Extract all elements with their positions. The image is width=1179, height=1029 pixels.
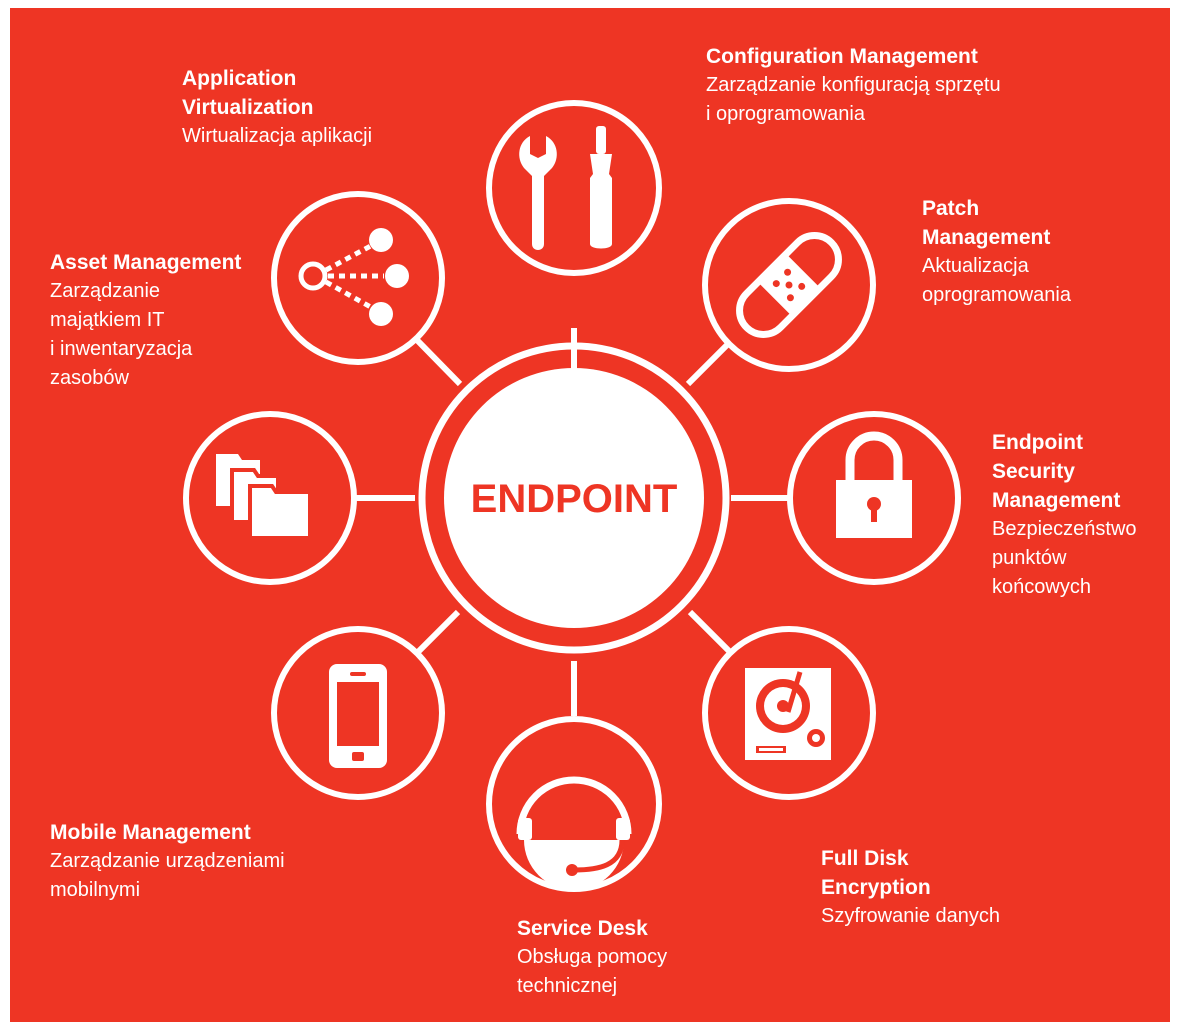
satellite-rings [183,100,961,892]
label-service-desk: Service Desk Obsługa pomocy technicznej [517,914,667,1001]
connector-patch [685,341,731,387]
label-asset: Asset Management Zarządzanie majątkiem I… [50,248,250,393]
subtitle-endpoint-security-2: punktów [992,547,1067,569]
center-outer-ring [418,342,730,654]
subtitle-service-desk-2: technicznej [517,975,618,997]
title-mobile: Mobile Management [50,821,251,844]
subtitle-asset-3: i inwentaryzacja [50,338,193,360]
padlock-icon [836,431,912,538]
folders-icon [216,454,312,540]
title-configuration: Configuration Management [706,45,978,68]
subtitle-service-desk-1: Obsługa pomocy [517,946,668,968]
subtitle-asset-4: zasobów [50,367,129,389]
endpoint-diagram: ENDPOINT [183,100,961,892]
ring-configuration [486,100,662,276]
center-label: ENDPOINT [471,477,678,521]
bandage-icon [736,232,842,338]
center-node: ENDPOINT [418,342,730,654]
center-disc [444,368,704,628]
ring-endpoint-security [787,411,961,585]
subtitle-endpoint-security-3: końcowych [992,576,1091,598]
title-asset: Asset Management [50,251,242,274]
title-app-virtualization: Application Virtualization [182,67,314,119]
ring-app-virtualization [271,191,445,365]
title-full-disk: Full Disk Encryption [821,847,931,899]
label-endpoint-security: Endpoint Security Management Bezpieczeńs… [992,428,1168,602]
smartphone-icon [329,664,387,768]
label-configuration: Configuration Management Zarządzanie kon… [706,42,1001,129]
ring-full-disk [702,626,876,800]
subtitle-asset-1: Zarządzanie [50,280,161,302]
title-service-desk: Service Desk [517,917,648,940]
title-endpoint-security: Endpoint Security Management [992,431,1121,512]
label-full-disk: Full Disk Encryption Szyfrowanie danych [821,844,1061,931]
label-mobile: Mobile Management Zarządzanie urządzenia… [50,818,285,905]
subtitle-configuration-1: Zarządzanie konfiguracją sprzętu [706,74,1001,96]
headset-icon [516,776,632,890]
subtitle-configuration-2: i oprogramowania [706,103,865,125]
ring-mobile [271,626,445,800]
subtitle-app-virtualization-1: Wirtualizacja aplikacji [182,125,373,147]
connector-mobile [415,609,461,655]
subtitle-asset-2: majątkiem IT [50,309,165,331]
hard-disk-icon [745,668,831,760]
label-patch: Patch Management Aktualizacja oprogramow… [922,194,1102,310]
diagram-canvas: ENDPOINT [10,8,1170,1022]
connector-full-disk [687,609,733,655]
connector-lines [355,328,790,716]
subtitle-patch-1: Aktualizacja [922,255,1029,277]
connector-app-virtualization [412,335,463,387]
ring-patch [702,198,876,372]
subtitle-patch-2: oprogramowania [922,284,1071,306]
title-patch: Patch Management [922,197,1051,249]
subtitle-endpoint-security-1: Bezpieczeństwo [992,518,1137,540]
subtitle-mobile-2: mobilnymi [50,879,141,901]
ring-asset [183,411,357,585]
subtitle-mobile-1: Zarządzanie urządzeniami [50,850,285,872]
share-network-icon [298,228,409,326]
tools-icon [519,126,612,250]
subtitle-full-disk-1: Szyfrowanie danych [821,905,1000,927]
label-app-virtualization: Application Virtualization Wirtualizacja… [182,64,382,151]
